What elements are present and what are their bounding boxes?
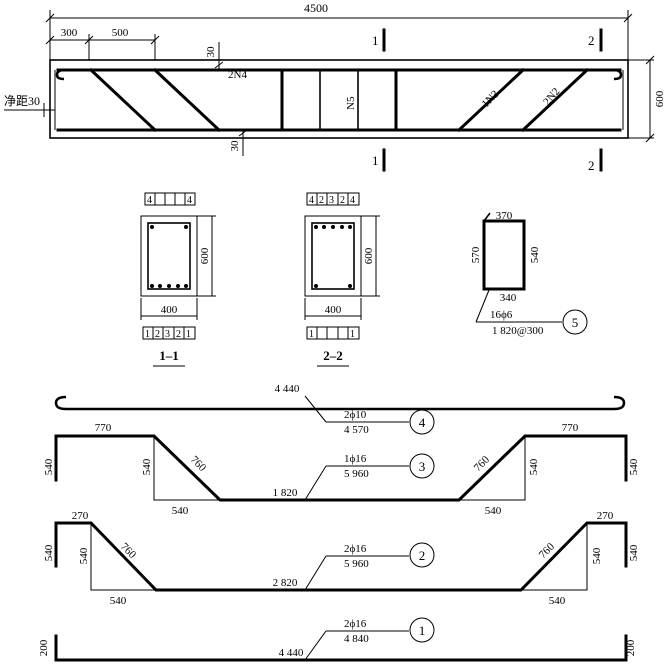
bar2-height-right-inner: 540 bbox=[591, 547, 603, 564]
label-n5: N5 bbox=[345, 96, 357, 110]
sec2-top-cell-1: 4 bbox=[309, 195, 314, 206]
bar3-height-right-inner: 540 bbox=[528, 458, 540, 475]
section-2-2: 4 2 3 2 4 600 400 1 1 2–2 bbox=[304, 192, 380, 367]
section-mark-1-bottom: 1 bbox=[372, 153, 379, 168]
section-mark-1-top: 1 bbox=[372, 33, 379, 48]
bar2-height-left-outer: 540 bbox=[43, 544, 55, 561]
stirrup-detail: 370 570 540 340 16ϕ6 1 820@300 5 bbox=[470, 210, 588, 337]
bar4-spec: 2ϕ10 bbox=[344, 409, 367, 421]
bar-4: 4 440 2ϕ10 4 570 4 bbox=[54, 383, 626, 436]
stirrup-spec: 16ϕ6 bbox=[490, 309, 513, 321]
section-1-1: 4 4 600 400 1 2 3 2 1 1–1 bbox=[140, 192, 216, 367]
bar3-top-right: 770 bbox=[562, 422, 579, 434]
sec2-top-cell-5: 4 bbox=[350, 195, 355, 206]
beam-elevation: 4500 300 500 30 2N4 bbox=[4, 1, 666, 173]
stirrup-left: 570 bbox=[470, 246, 482, 263]
bar2-top-left: 270 bbox=[72, 510, 89, 522]
section-mark-2-bottom: 2 bbox=[588, 158, 595, 173]
sec2-height: 600 bbox=[363, 247, 375, 264]
bar3-total: 5 960 bbox=[344, 468, 369, 480]
bar3-spec: 1ϕ16 bbox=[344, 453, 367, 465]
bar3-height-left-inner: 540 bbox=[141, 458, 153, 475]
cover-top-dim: 30 bbox=[205, 46, 217, 58]
label-2n4: 2N4 bbox=[228, 69, 247, 81]
sec1-bot-cell-5: 1 bbox=[186, 329, 191, 340]
bar4-length: 4 440 bbox=[275, 383, 300, 395]
sec1-bot-cell-4: 2 bbox=[176, 329, 181, 340]
bar2-diag-left: 760 bbox=[118, 541, 139, 562]
sec1-height: 600 bbox=[199, 247, 211, 264]
sec1-bot-cell-2: 2 bbox=[155, 329, 160, 340]
bar2-total: 5 960 bbox=[344, 558, 369, 570]
bar1-hook-right: 200 bbox=[625, 639, 637, 656]
bar3-base-left: 540 bbox=[172, 505, 189, 517]
bar2-base-left: 540 bbox=[110, 595, 127, 607]
bar2-height-right-outer: 540 bbox=[628, 544, 640, 561]
bar2-height-left-inner: 540 bbox=[78, 547, 90, 564]
beam-outline bbox=[49, 59, 629, 139]
total-length-dim: 4500 bbox=[304, 1, 328, 15]
stirrup-right: 540 bbox=[529, 246, 541, 263]
bar2-middle: 2 820 bbox=[273, 577, 298, 589]
sec2-bot-cell-5: 1 bbox=[350, 329, 355, 340]
dim-500: 500 bbox=[112, 27, 129, 39]
bar3-height-left-outer: 540 bbox=[43, 458, 55, 475]
bar2-number: 2 bbox=[419, 548, 426, 563]
sec1-top-cell-1: 4 bbox=[147, 195, 152, 206]
bar4-total: 4 570 bbox=[344, 424, 369, 436]
bar-3: 770 770 540 540 540 540 760 760 540 540 … bbox=[43, 422, 640, 517]
sec1-top-cell-4: 4 bbox=[187, 195, 192, 206]
bar3-middle: 1 820 bbox=[273, 487, 298, 499]
bar2-spec: 2ϕ16 bbox=[344, 543, 367, 555]
label-2n2: 2N2 bbox=[541, 86, 562, 108]
stirrup-number: 5 bbox=[572, 315, 579, 330]
sec2-width: 400 bbox=[325, 304, 342, 316]
bar1-spec: 2ϕ16 bbox=[344, 618, 367, 630]
sec2-title: 2–2 bbox=[323, 348, 343, 363]
bar-1: 200 200 4 440 2ϕ16 4 840 1 bbox=[38, 617, 637, 662]
sec2-top-cell-2: 2 bbox=[319, 195, 324, 206]
dim-300: 300 bbox=[61, 27, 78, 39]
sec1-bot-cell-3: 3 bbox=[165, 329, 170, 340]
stirrup-spacing: 1 820@300 bbox=[492, 325, 544, 337]
clear-cover-label: 净距30 bbox=[4, 94, 40, 108]
bar3-number: 3 bbox=[419, 459, 426, 474]
cover-bottom-dim: 30 bbox=[229, 140, 241, 152]
sec2-top-cell-3: 3 bbox=[329, 195, 334, 206]
bar3-height-right-outer: 540 bbox=[628, 458, 640, 475]
bar2-top-right: 270 bbox=[597, 510, 614, 522]
bar-2: 270 270 540 540 540 540 760 760 540 540 … bbox=[43, 510, 640, 607]
section-mark-2-top: 2 bbox=[588, 33, 595, 48]
stirrup-top: 370 bbox=[496, 210, 513, 222]
bar1-total: 4 840 bbox=[344, 633, 369, 645]
sec1-title: 1–1 bbox=[159, 348, 179, 363]
stirrup-bottom: 340 bbox=[500, 292, 517, 304]
sec1-bot-cell-1: 1 bbox=[145, 329, 150, 340]
bar3-top-left: 770 bbox=[95, 422, 112, 434]
bar3-base-right: 540 bbox=[485, 505, 502, 517]
sec2-top-cell-4: 2 bbox=[340, 195, 345, 206]
sec2-bot-cell-1: 1 bbox=[309, 329, 314, 340]
bar4-number: 4 bbox=[419, 415, 426, 430]
bar1-number: 1 bbox=[419, 623, 426, 638]
sec1-width: 400 bbox=[161, 304, 178, 316]
bar2-base-right: 540 bbox=[549, 595, 566, 607]
bar1-length: 4 440 bbox=[279, 647, 304, 659]
bar1-hook-left: 200 bbox=[38, 639, 50, 656]
beam-height-dim: 600 bbox=[654, 90, 666, 107]
